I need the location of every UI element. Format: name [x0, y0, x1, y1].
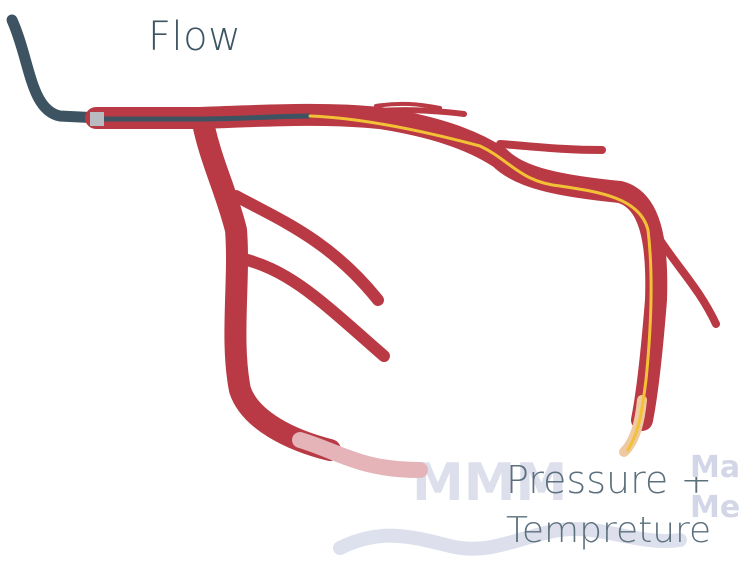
watermark-right-line1: Ma	[690, 448, 743, 488]
circumflex-vessel	[202, 118, 330, 450]
pressure-label: Pressure +	[506, 458, 712, 502]
catheter-tube	[12, 20, 100, 118]
branch-upper-3	[500, 144, 602, 150]
catheter-connector	[90, 112, 104, 126]
watermark-right-text: Ma Me	[690, 448, 743, 538]
temperature-label: Tempreture	[506, 510, 711, 551]
vessel-tree	[96, 104, 716, 450]
main-vessel	[96, 115, 656, 420]
branch-right	[660, 240, 716, 324]
watermark-right-line2: Me	[690, 488, 743, 528]
flow-label: Flow	[148, 14, 241, 60]
branch-mid-2	[240, 258, 384, 356]
